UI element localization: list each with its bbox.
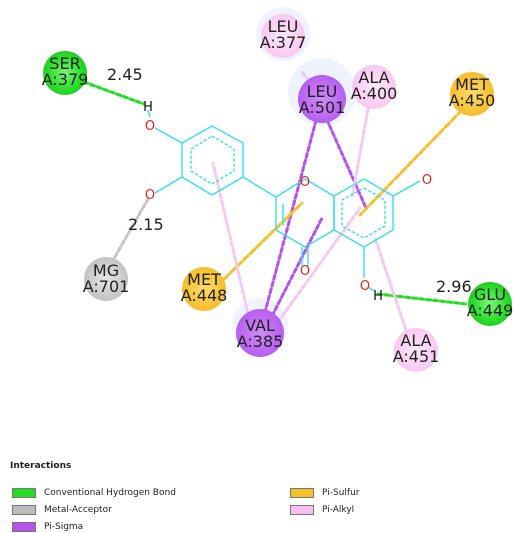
svg-text:A:400: A:400	[351, 84, 398, 103]
legend-item-label: Conventional Hydrogen Bond	[44, 488, 176, 498]
interactions-legend: Interactions Conventional Hydrogen Bond …	[10, 461, 510, 533]
svg-text:LEU: LEU	[268, 17, 299, 36]
svg-text:A:448: A:448	[181, 286, 228, 305]
oh5-h-bond	[367, 286, 375, 292]
residue-glu449: GLU A:449	[467, 282, 514, 326]
oxygen-atom-label: O	[300, 175, 310, 190]
svg-text:A:379: A:379	[42, 70, 89, 89]
pisigma-leu501-line-b	[322, 111, 368, 210]
legend-swatch	[290, 488, 314, 498]
hbond-ser379-line	[82, 80, 146, 106]
svg-text:ALA: ALA	[358, 68, 389, 87]
svg-text:GLU: GLU	[474, 285, 506, 304]
residue-met448: MET A:448	[181, 267, 228, 311]
oxygen-atom-label: O	[300, 264, 310, 279]
alkyl-val385-line-a	[211, 161, 250, 316]
hydrogen-atom-label: H	[143, 100, 153, 115]
residue-leu501: LEU A:501	[298, 75, 346, 123]
svg-text:MET: MET	[187, 270, 221, 289]
svg-text:A:385: A:385	[237, 332, 284, 351]
svg-text:A:501: A:501	[299, 98, 346, 117]
legend-swatch	[290, 505, 314, 515]
pisulfur-met450-line	[358, 108, 464, 217]
ligand-structure	[147, 109, 421, 292]
interaction-diagram: O H O O O O O H 2.45 2.15 2.96 SER A:379…	[42, 7, 514, 372]
oxygen-atom-label: O	[145, 188, 155, 203]
pisulfur-met448-line	[216, 201, 304, 287]
legend-title: Interactions	[10, 461, 72, 471]
hbond-glu449-line	[376, 292, 468, 306]
legend-swatch	[12, 488, 36, 498]
legend-swatch	[12, 522, 36, 532]
svg-text:A:377: A:377	[260, 33, 307, 52]
residue-leu377: LEU A:377	[260, 14, 307, 58]
residue-val385: VAL A:385	[236, 309, 284, 357]
distance-label-mg701: 2.15	[128, 215, 164, 234]
residue-mg701: MG A:701	[83, 257, 130, 301]
legend-item-pi-sulfur: Pi-Sulfur	[290, 487, 359, 499]
svg-text:LEU: LEU	[307, 82, 338, 101]
oxygen-atom-label: O	[145, 119, 155, 134]
ring-b-aromatic	[190, 135, 235, 185]
svg-text:A:451: A:451	[393, 347, 440, 366]
bond-b-c	[242, 176, 277, 198]
oh-bond-7	[392, 180, 421, 197]
legend-item-conventional-hydrogen-bond: Conventional Hydrogen Bond	[12, 487, 176, 499]
residue-ser379: SER A:379	[42, 51, 89, 95]
svg-text:MG: MG	[93, 261, 119, 280]
pisigma-val385-line	[270, 216, 324, 318]
legend-item-label: Metal-Acceptor	[44, 505, 112, 515]
alkyl-ala451-line	[373, 236, 410, 338]
hydrogen-atom-label: H	[373, 289, 383, 304]
svg-text:A:450: A:450	[449, 91, 496, 110]
oh-bond-4	[154, 176, 183, 194]
residue-ala400: ALA A:400	[351, 65, 398, 109]
distance-label-glu449: 2.96	[436, 277, 472, 296]
legend-item-label: Pi-Sigma	[44, 522, 84, 532]
ring-a-aromatic	[341, 187, 386, 239]
alkyl-val385-line-b	[276, 206, 362, 324]
metal-mg701-line	[110, 197, 150, 264]
legend-item-metal-acceptor: Metal-Acceptor	[12, 504, 112, 516]
distance-label-ser379: 2.45	[107, 65, 143, 84]
legend-item-label: Pi-Alkyl	[322, 505, 355, 515]
svg-text:SER: SER	[49, 54, 80, 73]
svg-text:A:449: A:449	[467, 301, 514, 320]
legend-item-label: Pi-Sulfur	[322, 488, 360, 498]
svg-text:VAL: VAL	[245, 316, 275, 335]
oh-bond-3	[154, 127, 183, 144]
legend-item-pi-sigma: Pi-Sigma	[12, 521, 83, 533]
oxygen-atom-label: O	[422, 173, 432, 188]
residue-met450: MET A:450	[449, 72, 496, 116]
svg-text:MET: MET	[455, 75, 489, 94]
alkyl-ala400-line	[350, 107, 370, 200]
svg-text:A:701: A:701	[83, 277, 130, 296]
residue-ala451: ALA A:451	[393, 328, 440, 372]
oh-h-bond	[147, 109, 151, 118]
oxygen-atom-label: O	[360, 279, 370, 294]
svg-text:ALA: ALA	[400, 331, 431, 350]
legend-swatch	[12, 505, 36, 515]
legend-item-pi-alkyl: Pi-Alkyl	[290, 504, 354, 516]
